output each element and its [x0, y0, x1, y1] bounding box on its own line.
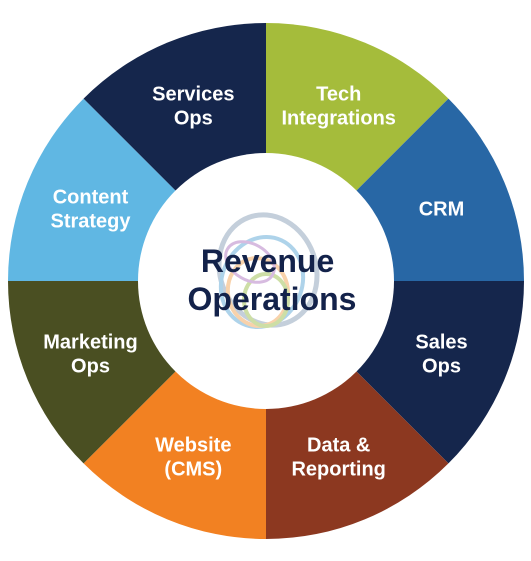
- center-title-line-2: Operations: [188, 281, 357, 317]
- segment-label-line: Content: [53, 186, 129, 208]
- segment-label-line: Sales: [415, 332, 467, 354]
- segment-label-line: Website: [155, 435, 231, 457]
- segment-label-crm: CRM: [419, 198, 465, 220]
- segment-label-line: Ops: [174, 108, 213, 130]
- center-title-line-1: Revenue: [201, 243, 334, 279]
- segment-label-line: Strategy: [50, 210, 131, 232]
- segment-label-line: Tech: [316, 84, 361, 106]
- segment-label-line: Ops: [422, 356, 461, 378]
- swirl-logo-watermark: [216, 212, 320, 329]
- segment-label-line: Data &: [307, 435, 370, 457]
- segment-label-line: Reporting: [291, 459, 385, 481]
- segment-label-line: Integrations: [281, 108, 395, 130]
- segment-label-data-reporting: Data &Reporting: [291, 435, 385, 481]
- segment-label-line: CRM: [419, 198, 465, 220]
- segment-label-line: (CMS): [164, 459, 222, 481]
- segment-label-line: Services: [152, 84, 234, 106]
- center-title: Revenue Operations: [188, 243, 357, 317]
- segment-label-line: Ops: [71, 356, 110, 378]
- segment-label-line: Marketing: [43, 332, 137, 354]
- segment-label-website-cms: Website(CMS): [155, 435, 231, 481]
